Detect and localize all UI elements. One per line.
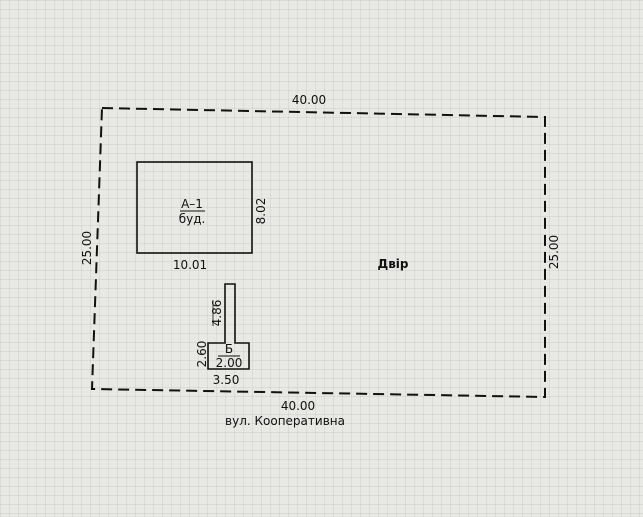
- building-b-inner-width: 2.00: [216, 356, 243, 370]
- plot-right-length: 25.00: [547, 235, 561, 269]
- building-a-code: А–1: [181, 197, 203, 211]
- building-a-outline: [136, 161, 253, 254]
- plot-bottom-length: 40.00: [281, 399, 315, 413]
- plot-top-length: 40.00: [292, 93, 326, 107]
- building-b-upper-height: 4.86: [210, 300, 224, 327]
- yard-label: Двір: [378, 257, 409, 271]
- street-label: вул. Кооперативна: [225, 414, 345, 428]
- building-b-lower-height: 2.60: [195, 341, 209, 368]
- plot-left-length: 25.00: [80, 231, 94, 265]
- building-b-outline: [207, 283, 250, 370]
- building-a-width: 10.01: [173, 258, 207, 272]
- building-a-depth: 8.02: [254, 198, 268, 225]
- building-b-total-width: 3.50: [213, 373, 240, 387]
- building-a-type: буд.: [179, 212, 206, 226]
- building-b-code: Б: [225, 342, 233, 356]
- plot-boundary: [90, 106, 546, 399]
